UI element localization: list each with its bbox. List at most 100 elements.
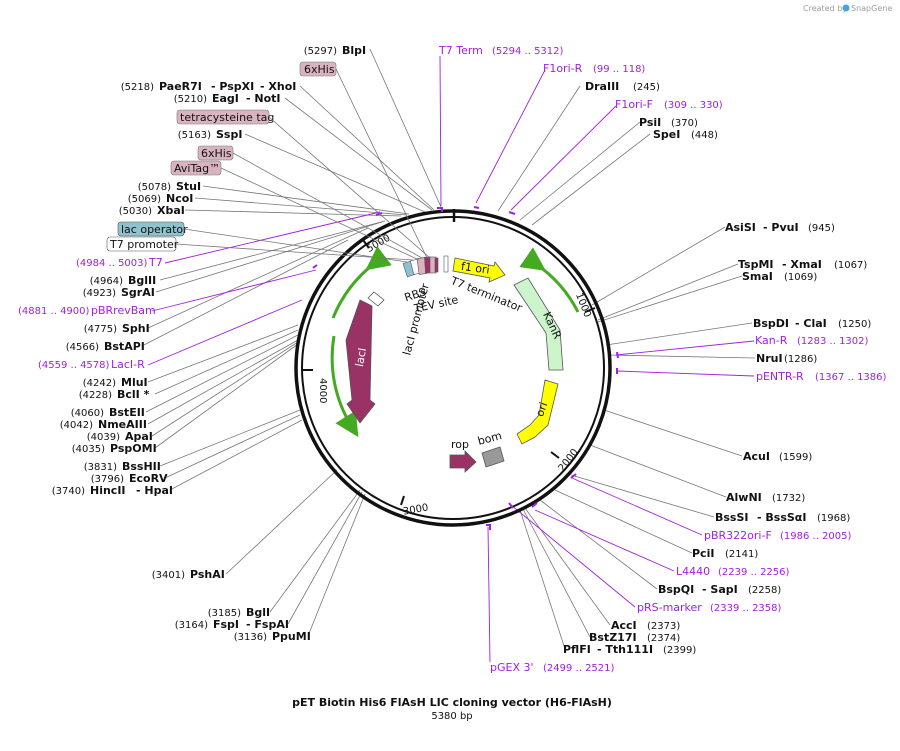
site-bglii-pos: (4964) [90,276,123,287]
site-spei: SpeI [653,128,680,141]
site-ppumi-pos: (3136) [234,632,267,643]
primer-pentr-r: pENTR-R [756,370,804,383]
primer-laci-r-pos: (4559 .. 4578) [38,360,110,371]
site-hincii-pos: (3740) [52,486,85,497]
site-acci: AccI [611,619,637,632]
site-clai: - ClaI [795,317,827,330]
site-fspi: FspI [213,618,239,631]
site-smai-pos: (1069) [784,272,817,283]
site-fspi-pos: (3164) [175,620,208,631]
site-apai: ApaI [125,430,153,443]
site-bsssai: - BssSαI [757,511,806,524]
site-sspi: SspI [216,128,242,141]
feature-avitag: AviTag™ [174,162,220,175]
site-bglii: BglII [128,274,156,287]
primer-t7: T7 [148,256,163,269]
site-bcli: BclI * [117,388,150,401]
site-hpai: - HpaI [136,484,173,497]
ori-feature [516,379,559,445]
site-bspdi: BspDI [753,317,789,330]
tick-1000 [584,307,596,313]
primer-kan-r-pos: (1283 .. 1302) [797,336,869,347]
site-draiii: DraIII [585,80,619,93]
site-pcii: PciI [692,547,714,560]
site-eagi: EagI [212,92,239,105]
site-xhoi: - XhoI [260,80,296,93]
site-bspqi-pos: (2258) [748,585,781,596]
primer-pbrrevbam: pBRrevBam [91,304,156,317]
site-ecorv: EcoRV [129,472,168,485]
site-xbai: XbaI [157,204,185,217]
boxed-feature-labels: 6xHis tetracysteine tag 6xHis AviTag™ la… [106,61,337,252]
site-bstapi-pos: (4566) [66,342,99,353]
snapgene-logo-icon [842,4,850,12]
site-alwni: AlwNI [726,491,762,504]
tick-label-2000: 2000 [557,447,581,474]
primer-laci-r: LacI-R [111,358,145,371]
primer-pgex3: pGEX 3' [490,661,534,674]
inner-arrow-lacI-bottom [330,335,359,438]
site-blpi: BlpI [342,44,366,57]
site-sspi-pos: (5163) [178,130,211,141]
site-acui-pos: (1599) [779,452,812,463]
primer-l4440-pos: (2239 .. 2256) [718,567,790,578]
site-paer7i: PaeR7I [159,80,202,93]
site-pspomi-pos: (4035) [72,444,105,455]
site-mlui-pos: (4242) [83,378,116,389]
site-apai-pos: (4039) [87,432,120,443]
site-pflfi-pos: (2399) [663,645,696,656]
tick-label-3000: 3000 [402,502,429,517]
site-bsshii: BssHII [122,460,161,473]
primer-t7-pos: (4984 .. 5003) [76,258,148,269]
primer-pbr322ori-f-pos: (1986 .. 2005) [780,531,852,542]
site-tspmi-pos: (1067) [834,260,867,271]
primer-prs-marker: pRS-marker [637,601,702,614]
site-xmai: - XmaI [782,258,822,271]
site-ncoi: NcoI [166,192,193,205]
site-eagi-pos: (5210) [174,94,207,105]
credit-brand: SnapGene [851,4,892,13]
feature-tetracysteine-tag: tetracysteine tag [180,111,274,124]
site-ecorv-pos: (3796) [91,474,124,485]
site-asisi: AsiSI [725,221,756,234]
laci-label: lacI [353,347,369,368]
site-hincii: HincII [90,484,126,497]
site-bspqi: BspQI [658,583,694,596]
rop-feature [449,450,477,473]
site-pflfi: PflFI [563,643,591,656]
site-pspxi: - PspXI [211,80,254,93]
primer-pentr-r-pos: (1367 .. 1386) [815,372,887,383]
f1-ori-feature [452,257,506,283]
site-ppumi: PpuMI [272,630,311,643]
primer-prs-marker-pos: (2339 .. 2358) [710,603,782,614]
site-sapi: - SapI [702,583,738,596]
rbs-label: RBS [403,285,428,304]
primer-t7-term: T7 Term [438,44,483,57]
primer-f1ori-r: F1ori-R [543,62,583,75]
site-bspdi-pos: (1250) [838,319,871,330]
primer-kan-r: Kan-R [755,334,788,347]
kanr-feature [513,277,564,371]
primer-labels: T7 Term (5294 .. 5312) F1ori-R (99 .. 11… [18,44,887,674]
laci-promoter-feature [367,291,385,307]
site-bsssi: BssSI [715,511,749,524]
site-bcli-pos: (4228) [79,390,112,401]
primer-f1ori-f-pos: (309 .. 330) [664,100,723,111]
site-tth111i: - Tth111I [597,643,653,656]
site-nrui-pos: (1286) [784,354,817,365]
site-tspmi: TspMI [738,258,774,271]
bom-label: bom [476,429,503,448]
site-leader-lines [141,48,756,650]
feature-6xhis-2: 6xHis [201,147,232,160]
site-xbai-pos: (5030) [119,206,152,217]
primer-pbrrevbam-pos: (4881 .. 4900) [18,306,90,317]
tick-3000 [400,495,405,506]
site-pcii-pos: (2141) [725,549,758,560]
site-pvui: - PvuI [763,221,799,234]
site-psii: PsiI [639,116,661,129]
credit-prefix: Created by [803,4,847,13]
primer-t7-term-pos: (5294 .. 5312) [492,46,564,57]
ori-label: ori [533,400,550,418]
site-stui: StuI [176,180,201,193]
site-smai: SmaI [742,270,773,283]
